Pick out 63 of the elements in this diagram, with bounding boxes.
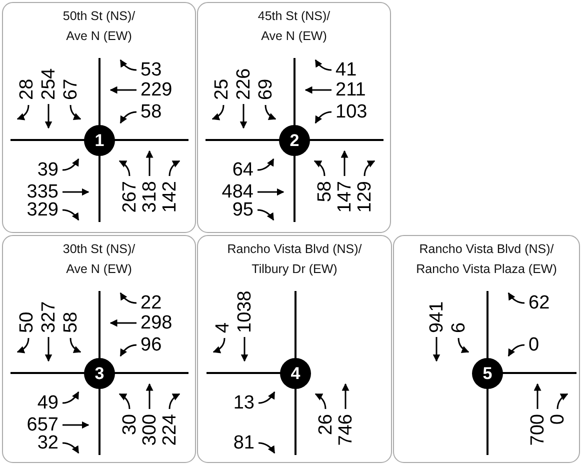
volume-count: 226 [234,68,253,100]
volume-count: 941 [427,301,446,333]
volume-count: 50 [17,312,36,333]
volume-count: 69 [256,78,275,100]
intersection-title: Rancho Vista Blvd (NS)/ Tilbury Dr (EW) [226,241,363,278]
volume-count: 1038 [235,290,254,333]
volume-count: 95 [232,200,254,220]
volume-count: 224 [160,414,179,446]
volume-count: 13 [233,394,254,412]
volume-count: 96 [140,336,162,354]
intersection-panel [197,235,392,463]
volume-count: 300 [140,414,159,446]
intersection-marker: 1 [84,124,115,156]
intersection-panel [2,235,196,463]
volume-count: 700 [528,414,547,446]
volume-count: 30 [120,414,139,436]
volume-count: 267 [120,181,139,213]
intersection-panel [393,235,580,463]
intersection-panel [197,2,391,233]
volume-count: 39 [37,160,58,180]
intersection-marker: 3 [84,358,115,388]
volume-count: 0 [528,336,540,354]
volume-count: 32 [37,434,58,452]
volume-count: 142 [160,181,179,213]
intersection-marker: 2 [279,124,310,156]
volume-count: 335 [26,182,58,202]
volume-count: 129 [355,181,374,213]
volume-count: 53 [140,60,162,80]
volume-count: 58 [61,312,80,333]
volume-count: 62 [528,294,550,312]
volume-count: 26 [316,414,335,436]
volume-count: 6 [449,322,468,333]
volume-count: 67 [61,78,80,100]
volume-count: 298 [140,314,172,332]
volume-count: 49 [37,394,58,412]
intersection-title: 50th St (NS)/ Ave N (EW) [62,8,136,45]
volume-count: 254 [39,68,58,100]
volume-count: 0 [548,414,567,425]
volume-count: 81 [233,434,254,452]
volume-count: 211 [336,80,366,100]
volume-count: 25 [212,78,231,100]
volume-count: 329 [26,200,58,220]
intersection-marker: 5 [472,358,503,388]
intersection-title: 30th St (NS)/ Ave N (EW) [62,241,136,278]
volume-count: 318 [140,181,159,213]
volume-count: 103 [336,102,368,122]
volume-count: 147 [335,181,354,213]
intersection-title: 45th St (NS)/ Ave N (EW) [256,8,332,45]
volume-count: 327 [39,301,58,333]
volume-count: 22 [140,294,162,312]
volume-count: 746 [336,414,355,446]
volume-count: 28 [17,78,36,100]
volume-count: 58 [315,181,334,202]
intersection-panel [2,2,196,233]
volume-count: 4 [213,322,232,333]
volume-count: 484 [222,182,254,202]
intersection-title: Rancho Vista Blvd (NS)/ Rancho Vista Plaza (EW) [415,241,558,278]
volume-count: 64 [232,160,254,180]
volume-count: 58 [140,102,162,122]
volume-count: 229 [140,80,172,100]
intersection-marker: 4 [280,358,311,388]
volume-count: 41 [336,60,357,80]
volume-count: 657 [26,416,58,434]
